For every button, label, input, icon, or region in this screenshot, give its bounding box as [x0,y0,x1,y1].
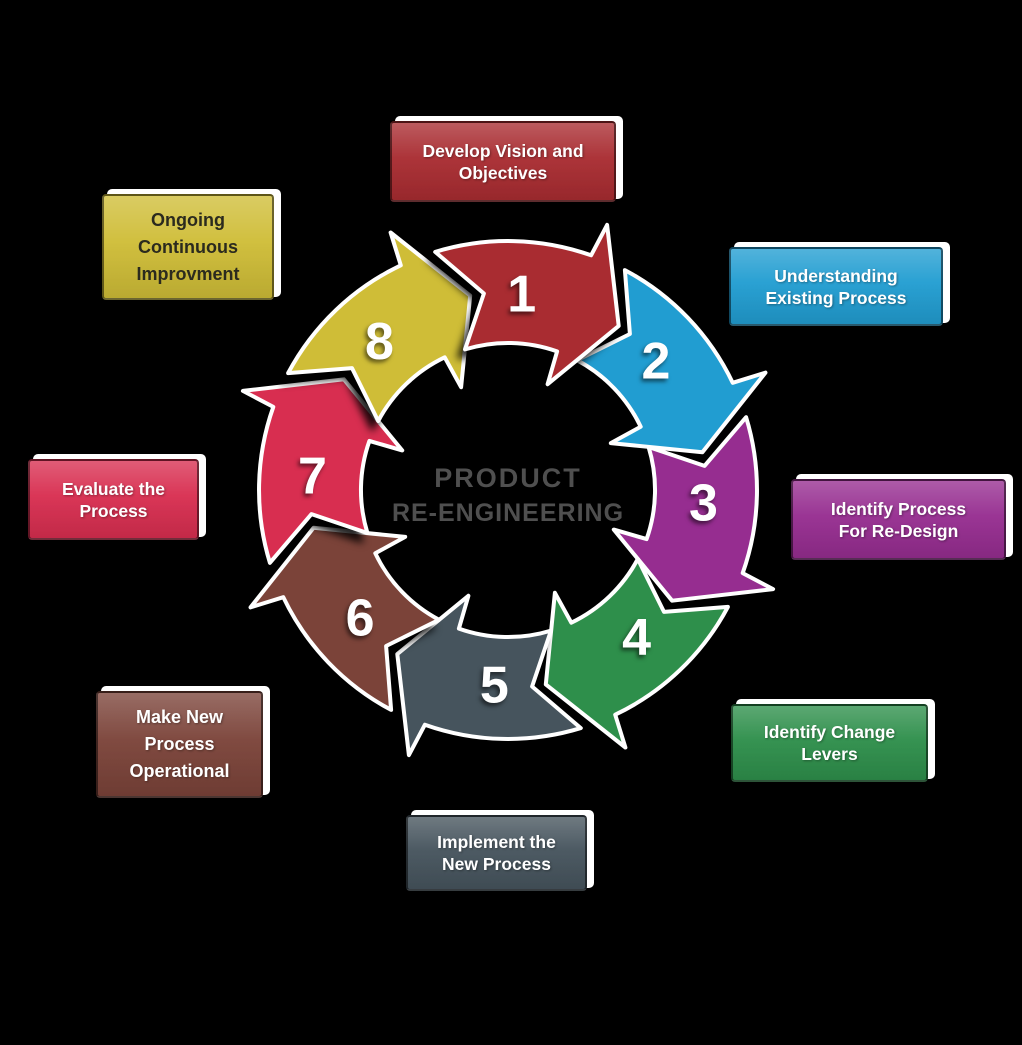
cycle-arrow-segment-3 [611,415,776,603]
step-label-line: Levers [801,744,858,764]
step-label-line: Process [79,500,148,521]
step-number-8: 8 [365,313,394,371]
step-label-line: Understanding [774,265,898,286]
step-label-line: Make New [135,707,224,727]
step-label-box-1: Develop Vision and Objectives [390,121,616,202]
cycle-arrow-segment-6 [248,525,441,712]
step-label-line: Identify Process [830,498,967,519]
step-label-box-5: Implement the New Process [406,815,587,891]
step-label-line: Improvment [136,263,240,284]
step-number-5: 5 [480,657,509,715]
cycle-arrow-segment-4 [543,557,730,750]
step-number-3: 3 [689,475,718,533]
cycle-arrow-segment-2 [575,268,768,455]
cycle-arrow-segment-5 [395,593,583,758]
step-label-line: Evaluate the [61,478,166,499]
diagram-title-line1: PRODUCT [434,463,582,493]
cycle-arrow-segment-7 [240,377,405,565]
step-number-2: 2 [641,332,670,390]
step-number-6: 6 [346,590,375,648]
step-label-line: New Process [442,854,551,874]
step-label-box-2: Understanding Existing Process [729,247,943,326]
step-label-box-4: Identify Change Levers [731,704,928,782]
step-label-box-8: Ongoing Continuous Improvment [102,194,274,300]
step-label-line: For Re-Design [838,520,959,541]
diagram-title-line2: RE-ENGINEERING [391,499,625,527]
step-number-4: 4 [622,609,651,667]
diagram-title: PRODUCT RE-ENGINEERING [333,461,683,532]
step-label-line: Ongoing [151,209,225,230]
step-label-line: Process [144,734,215,754]
step-label-box-6: Make New Process Operational [96,691,263,798]
step-label-box-7: Evaluate the Process [28,459,199,540]
cycle-arrow-segment-1 [433,222,621,387]
step-label-line: Operational [129,761,230,781]
step-number-7: 7 [298,447,327,505]
step-label-line: Objectives [458,162,548,183]
step-label-line: Continuous [138,236,238,257]
step-label-line: Identify Change [763,722,896,742]
step-label-line: Develop Vision and [422,140,584,161]
step-label-box-3: Identify Process For Re-Design [791,479,1006,560]
step-number-1: 1 [507,266,536,324]
step-label-line: Implement the [437,832,556,852]
cycle-arrow-segment-8 [286,230,473,423]
step-label-line: Existing Process [765,287,907,308]
